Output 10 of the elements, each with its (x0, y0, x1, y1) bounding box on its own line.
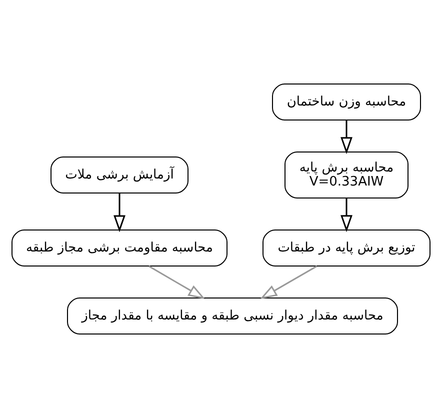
arrow (340, 120, 352, 154)
node-box: توزیع برش پایه در طبقات (262, 230, 430, 266)
node-box: محاسبه مقاومت برشی مجاز طبقه (12, 230, 228, 266)
node-box: محاسبه مقدار دیوار نسبی طبقه و مقایسه با مقدار مجاز (67, 298, 398, 334)
arrow (148, 266, 206, 300)
arrow (114, 193, 126, 232)
node-box: آزمایش برشی ملات (50, 156, 188, 194)
arrow (260, 266, 318, 300)
arrow (340, 198, 352, 232)
node-box: محاسبه وزن ساختمان (272, 84, 421, 120)
